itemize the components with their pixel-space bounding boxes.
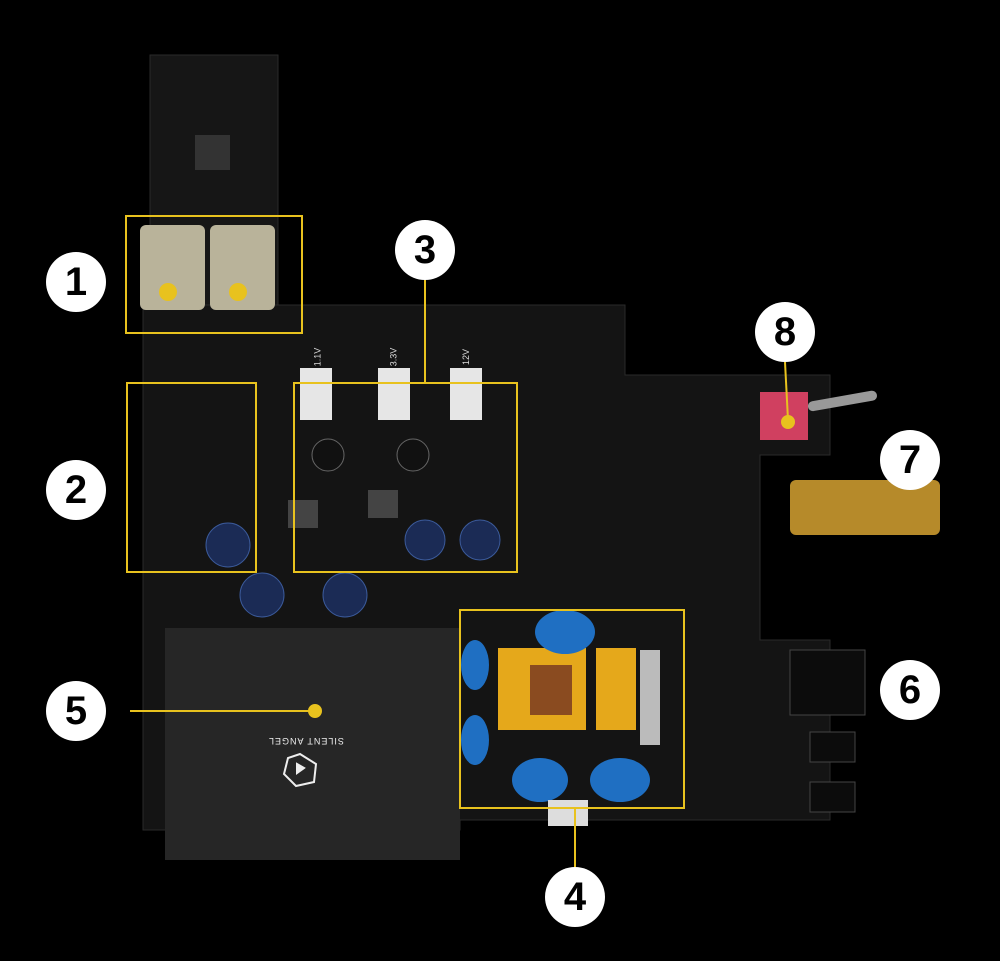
callout-badge-2: 2 xyxy=(46,460,106,520)
brand-logo-icon xyxy=(282,752,318,788)
oscillator xyxy=(210,225,275,310)
callout-box-2 xyxy=(126,382,257,573)
callout-badge-6: 6 xyxy=(880,660,940,720)
callout-badge-5: 5 xyxy=(46,681,106,741)
oscillator xyxy=(140,225,205,310)
callout-badge-7: 7 xyxy=(880,430,940,490)
callout-lines xyxy=(130,280,795,867)
callout-badge-3: 3 xyxy=(395,220,455,280)
transformer-enclosure xyxy=(165,628,460,860)
callout-badge-4: 4 xyxy=(545,867,605,927)
callout-badge-1: 1 xyxy=(46,252,106,312)
callout-box-4 xyxy=(459,609,685,809)
power-connector xyxy=(548,800,588,826)
rail-label-1v1: 1.1V xyxy=(312,347,323,367)
callout-box-3 xyxy=(293,382,518,573)
dc-jack xyxy=(789,649,866,716)
brand-name: SILENT ANGEL xyxy=(268,736,344,746)
connector xyxy=(450,368,482,420)
callout-box-1 xyxy=(125,215,303,334)
rail-label-12v: 12V xyxy=(461,348,472,366)
fuse xyxy=(640,650,660,745)
rail-label-3v3: 3.3V xyxy=(388,347,399,367)
callout-badge-8: 8 xyxy=(755,302,815,362)
connector xyxy=(300,368,332,420)
chip xyxy=(195,135,230,170)
y-capacitors xyxy=(461,610,650,802)
bnc-connector xyxy=(790,480,940,535)
capacitors xyxy=(205,519,501,618)
toggle-switch xyxy=(760,392,808,440)
connector xyxy=(378,368,410,420)
